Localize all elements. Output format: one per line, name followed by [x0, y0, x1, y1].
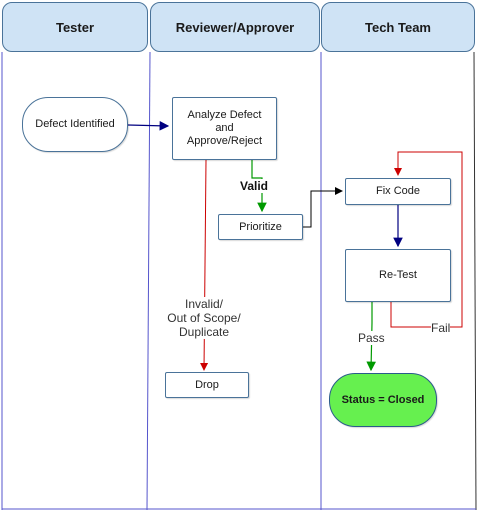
node-analyze-label-1: Analyze Defect — [187, 109, 262, 121]
edge-label-fail: Fail — [431, 321, 451, 335]
node-drop: Drop — [165, 372, 249, 398]
node-status-closed: Status = Closed — [329, 373, 437, 427]
node-status-closed-label: Status = Closed — [341, 393, 425, 406]
lane-header-tech-team: Tech Team — [321, 2, 475, 52]
node-analyze-defect: Analyze Defect and Approve/Reject — [172, 97, 277, 160]
edge-label-invalid-1: Invalid/ — [184, 297, 224, 311]
node-defect-identified-label: Defect Identified — [35, 118, 115, 130]
edge-label-valid: Valid — [240, 179, 269, 193]
node-analyze-label-3: Approve/Reject — [186, 135, 263, 147]
edge-label-invalid-3: Duplicate — [178, 325, 230, 339]
lane-divider-right — [473, 51, 477, 511]
lane-header-tester: Tester — [2, 2, 148, 52]
edge-label-invalid-2: Out of Scope/ — [167, 311, 241, 325]
edge-label-pass: Pass — [358, 331, 385, 345]
node-fix-code-label: Fix Code — [375, 185, 421, 197]
node-prioritize-label: Prioritize — [239, 220, 282, 233]
lane-divider-1 — [146, 51, 151, 511]
edge-retest-to-fixcode — [390, 151, 463, 328]
lane-header-reviewer: Reviewer/Approver — [150, 2, 320, 52]
edge-analyze-to-prioritize — [251, 160, 267, 213]
node-defect-identified: Defect Identified — [22, 97, 128, 152]
edge-label-invalid: Invalid/ Out of Scope/ Duplicate — [158, 297, 250, 339]
node-analyze-label-2: and — [215, 122, 234, 134]
edge-retest-to-closed — [366, 302, 376, 372]
node-drop-label: Drop — [195, 378, 219, 391]
edge-prioritize-to-fixcode — [303, 187, 343, 228]
node-prioritize: Prioritize — [218, 214, 303, 240]
edge-defect-to-analyze — [127, 120, 170, 131]
node-fix-code: Fix Code — [345, 178, 451, 205]
node-retest-label: Re-Test — [379, 269, 417, 281]
node-retest: Re-Test — [345, 249, 451, 302]
